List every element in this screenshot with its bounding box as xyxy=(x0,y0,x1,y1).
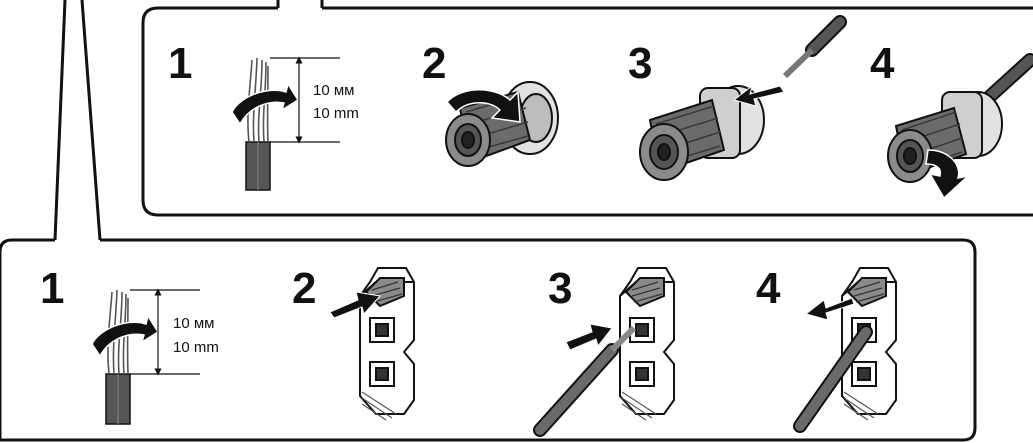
bottom-stripped-wire xyxy=(91,289,160,425)
top-loosen-arrow-icon xyxy=(445,89,521,123)
bottom-panel-frame xyxy=(0,238,977,442)
bottom-measure-bracket xyxy=(130,288,200,376)
top-stripped-wire xyxy=(231,57,300,191)
top-measure-label-ru: 10 мм xyxy=(313,82,354,99)
top-measure-label-en: 10 mm xyxy=(313,105,359,122)
top-step-1-number: 1 xyxy=(168,39,192,88)
top-panel-frame xyxy=(141,6,1033,217)
callout-lines xyxy=(53,0,324,241)
top-measure-bracket xyxy=(270,56,340,144)
top-step-4-number: 4 xyxy=(870,39,895,88)
bottom-step-1-number: 1 xyxy=(40,264,64,313)
bottom-wire-inserted-4 xyxy=(793,325,873,433)
bottom-measure-label-en: 10 mm xyxy=(173,339,219,356)
top-tighten-arrow-icon xyxy=(925,149,971,200)
bottom-release-arrow-icon-4 xyxy=(804,297,855,321)
top-step-3-number: 3 xyxy=(628,39,652,88)
top-wire-inserting xyxy=(782,15,847,79)
top-step-2-number: 2 xyxy=(422,39,446,88)
top-binding-post-3 xyxy=(639,85,765,181)
bottom-measure-label-ru: 10 мм xyxy=(173,315,214,332)
bottom-step-3-number: 3 xyxy=(548,264,572,313)
bottom-step-4-number: 4 xyxy=(756,264,781,313)
bottom-step-2-number: 2 xyxy=(292,264,316,313)
bottom-spring-terminal-2 xyxy=(359,267,415,421)
bottom-spring-terminal-3 xyxy=(619,267,675,421)
bottom-wire-inserting-3 xyxy=(533,325,637,437)
bottom-insert-arrow-icon-3 xyxy=(565,323,613,351)
bottom-press-arrow-icon-2 xyxy=(329,291,381,319)
top-insert-arrow-icon xyxy=(732,84,785,107)
